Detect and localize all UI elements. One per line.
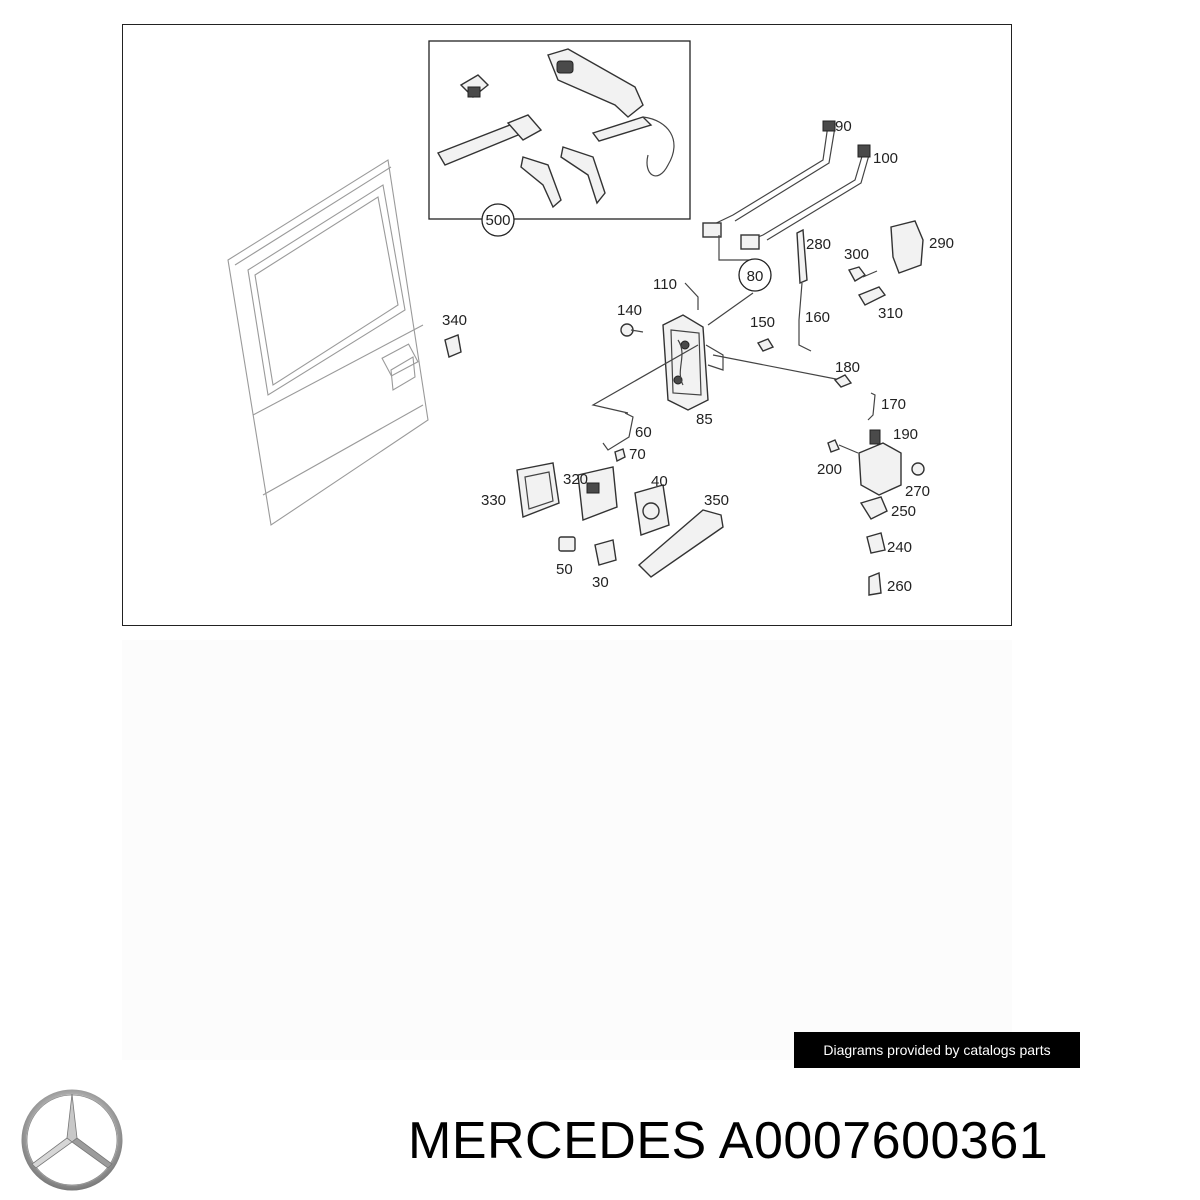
exploded-view-drawing: 500 90 100 280 290 300 80 110 310 140 15… — [227, 40, 954, 596]
callout-190: 190 — [893, 426, 918, 443]
callout-320: 320 — [563, 471, 588, 488]
callout-110: 110 — [653, 276, 677, 293]
callout-500: 500 — [485, 212, 510, 229]
parts-lower — [516, 412, 724, 578]
parts-right — [444, 220, 925, 596]
wiring-harness — [702, 120, 871, 261]
callout-circle-500 — [481, 203, 515, 237]
callout-330: 330 — [481, 492, 506, 509]
callout-160: 160 — [805, 309, 830, 326]
callout-180: 180 — [835, 359, 860, 376]
callout-250: 250 — [891, 503, 916, 520]
callout-290: 290 — [929, 235, 954, 252]
part-number: A0007600361 — [718, 1112, 1049, 1170]
callout-80: 80 — [747, 268, 764, 285]
callout-270: 270 — [905, 483, 930, 500]
callout-70: 70 — [629, 446, 646, 463]
callout-labels: 500 90 100 280 290 300 80 110 310 140 15… — [442, 118, 954, 595]
callout-40: 40 — [651, 473, 668, 490]
callout-340: 340 — [442, 312, 467, 329]
brand-name: MERCEDES — [408, 1112, 707, 1170]
callout-260: 260 — [887, 578, 912, 595]
callout-200: 200 — [817, 461, 842, 478]
callout-50: 50 — [556, 561, 573, 578]
part-title: MERCEDES A0007600361 — [408, 1106, 1048, 1176]
callout-170: 170 — [881, 396, 906, 413]
callout-90: 90 — [835, 118, 852, 135]
callout-140: 140 — [617, 302, 642, 319]
blank-area — [122, 640, 1012, 1060]
leader-lines — [591, 282, 842, 414]
callout-350: 350 — [704, 492, 729, 509]
inset-parts — [436, 48, 675, 209]
callout-150: 150 — [750, 314, 775, 331]
door-lock-85 — [662, 314, 724, 411]
diagram-credit-badge: Diagrams provided by catalogs parts — [794, 1032, 1080, 1068]
door-outline — [227, 159, 429, 526]
parts-diagram: 500 90 100 280 290 300 80 110 310 140 15… — [122, 24, 1012, 626]
callout-85: 85 — [696, 411, 713, 428]
callout-100: 100 — [873, 150, 898, 167]
three-pointed-star-icon — [20, 1088, 124, 1192]
callout-280: 280 — [806, 236, 831, 253]
callout-240: 240 — [887, 539, 912, 556]
callout-60: 60 — [635, 424, 652, 441]
callout-310: 310 — [878, 305, 903, 322]
callout-30: 30 — [592, 574, 609, 591]
callout-300: 300 — [844, 246, 869, 263]
callout-circle-80 — [738, 258, 772, 292]
